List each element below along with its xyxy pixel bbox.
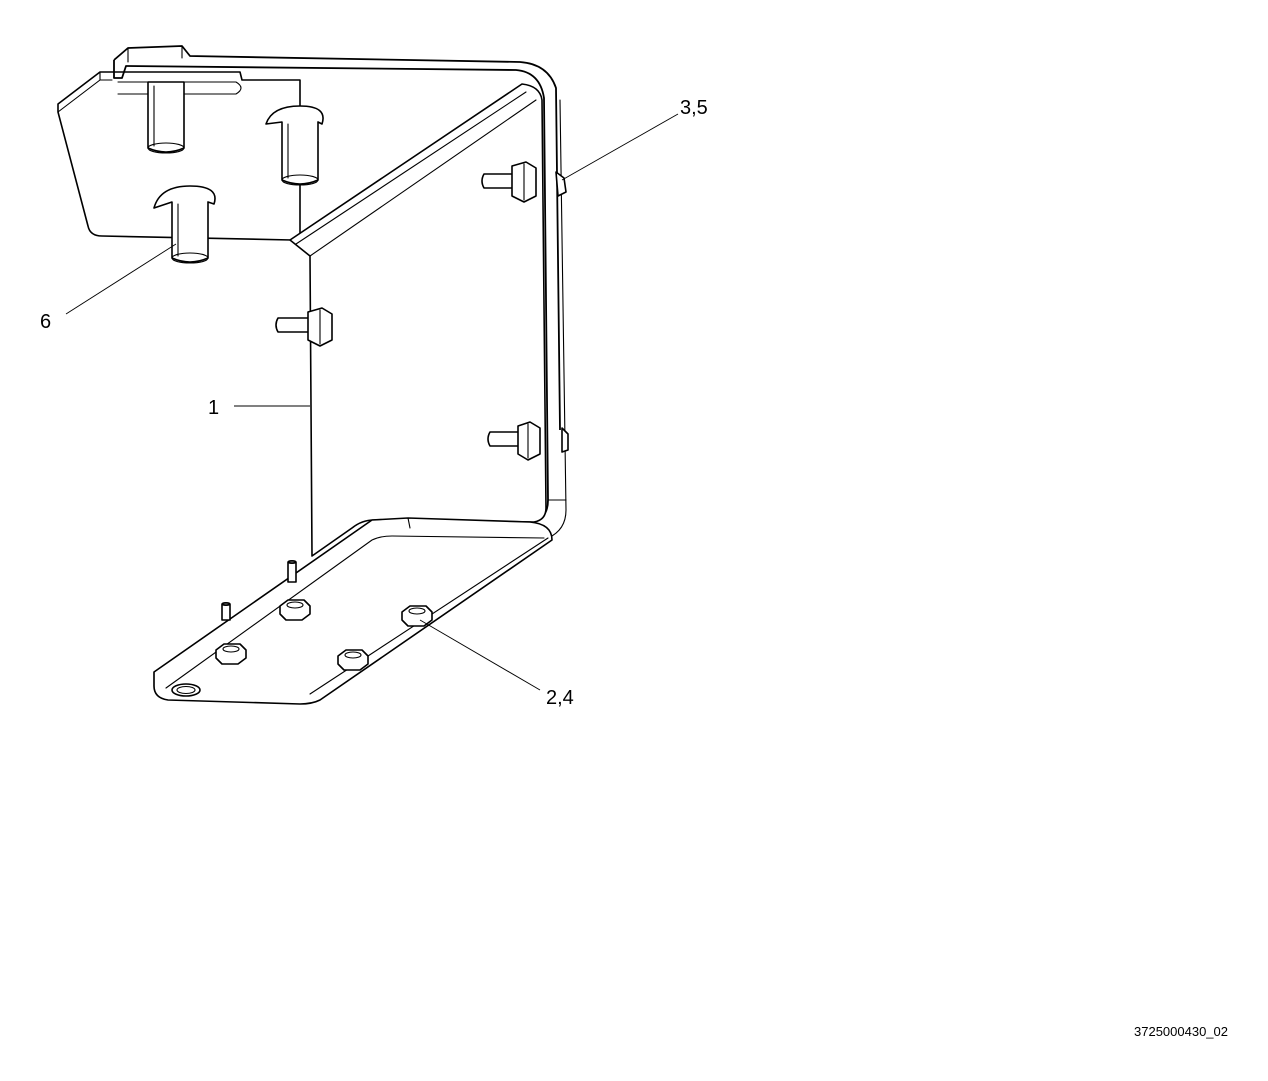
callout-6: 6 (40, 311, 52, 333)
hex-bolt (487, 421, 541, 461)
bolts-vertical (275, 161, 569, 461)
leader-3-5 (561, 113, 679, 181)
spacer-pin (265, 105, 324, 186)
hex-bolt (275, 307, 333, 347)
outer-nut (555, 171, 567, 197)
callout-2-4: 2,4 (546, 687, 574, 709)
bottom-plate (153, 517, 553, 705)
top-plate (57, 71, 301, 241)
hex-nut (215, 643, 247, 665)
hex-nut (279, 599, 311, 621)
callout-3-5: 3,5 (680, 97, 708, 119)
pin-spacers-part-6 (147, 81, 324, 264)
callout-1: 1 (208, 397, 220, 419)
bottom-nuts (215, 559, 433, 671)
hex-nut (337, 649, 369, 671)
stud (287, 559, 297, 583)
leader-lines (65, 113, 679, 691)
leader-6 (65, 243, 177, 315)
leader-2-4 (419, 619, 541, 691)
hex-nut (401, 605, 433, 627)
stud (221, 601, 231, 621)
outer-nut (561, 427, 569, 453)
hex-bolt (481, 161, 537, 203)
spacer-pin (147, 81, 185, 154)
main-plate-part-1 (289, 83, 567, 557)
drawing-number: 3725000430_02 (1134, 1024, 1228, 1039)
spacer-pin (153, 185, 216, 264)
